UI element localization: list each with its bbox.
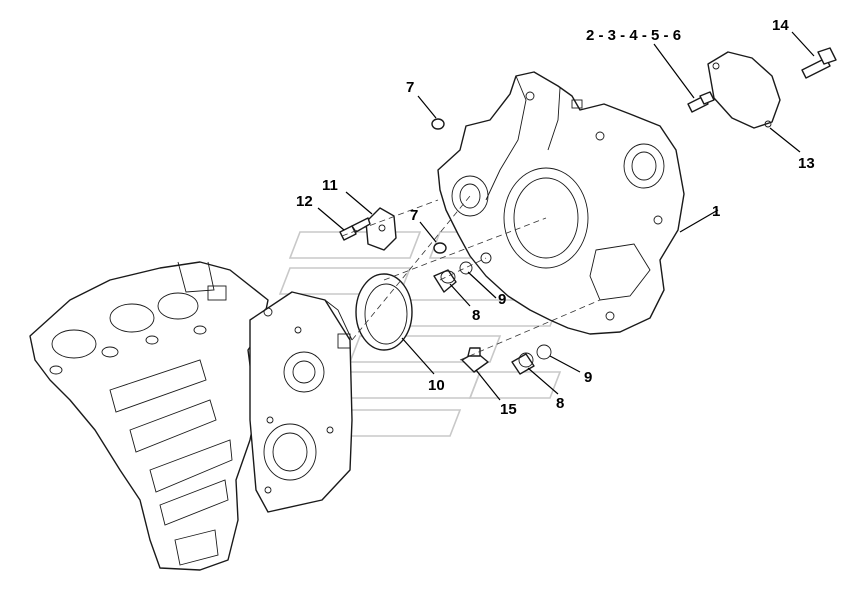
callout-10: 10 (428, 377, 445, 394)
small-cover (365, 207, 397, 251)
oring-9-upper (459, 261, 473, 275)
callout-7-upper: 7 (406, 79, 414, 96)
callout-labels: 1 2 - 3 - 4 - 5 - 6 7 7 8 8 9 9 10 11 12… (296, 17, 815, 418)
timing-cover (437, 71, 685, 335)
leader-lines (317, 31, 815, 401)
alignment-lines (341, 195, 601, 361)
plug-15 (461, 347, 489, 373)
callout-7-lower: 7 (410, 207, 418, 224)
nut-7-upper (431, 118, 445, 130)
callout-13: 13 (798, 155, 815, 172)
oring-9-lower (536, 344, 552, 360)
cover-plate (707, 51, 781, 129)
nut-7-lower (433, 242, 447, 254)
callout-15: 15 (500, 401, 517, 418)
screw-12 (339, 217, 371, 241)
seal-ring (355, 273, 413, 351)
callout-14: 14 (772, 17, 789, 34)
bolt-2-6 (687, 91, 715, 113)
callout-9-upper: 9 (498, 291, 506, 308)
callout-8-upper: 8 (472, 307, 480, 324)
engine-block (29, 261, 269, 571)
callout-9-lower: 9 (584, 369, 592, 386)
callout-8-lower: 8 (556, 395, 564, 412)
plug-8-upper (433, 269, 457, 293)
callout-12: 12 (296, 193, 313, 210)
callout-2-6: 2 - 3 - 4 - 5 - 6 (586, 27, 681, 44)
callout-1: 1 (712, 203, 720, 220)
bolt-14 (801, 47, 837, 79)
gear-housing (249, 291, 353, 513)
callout-11: 11 (322, 177, 338, 194)
